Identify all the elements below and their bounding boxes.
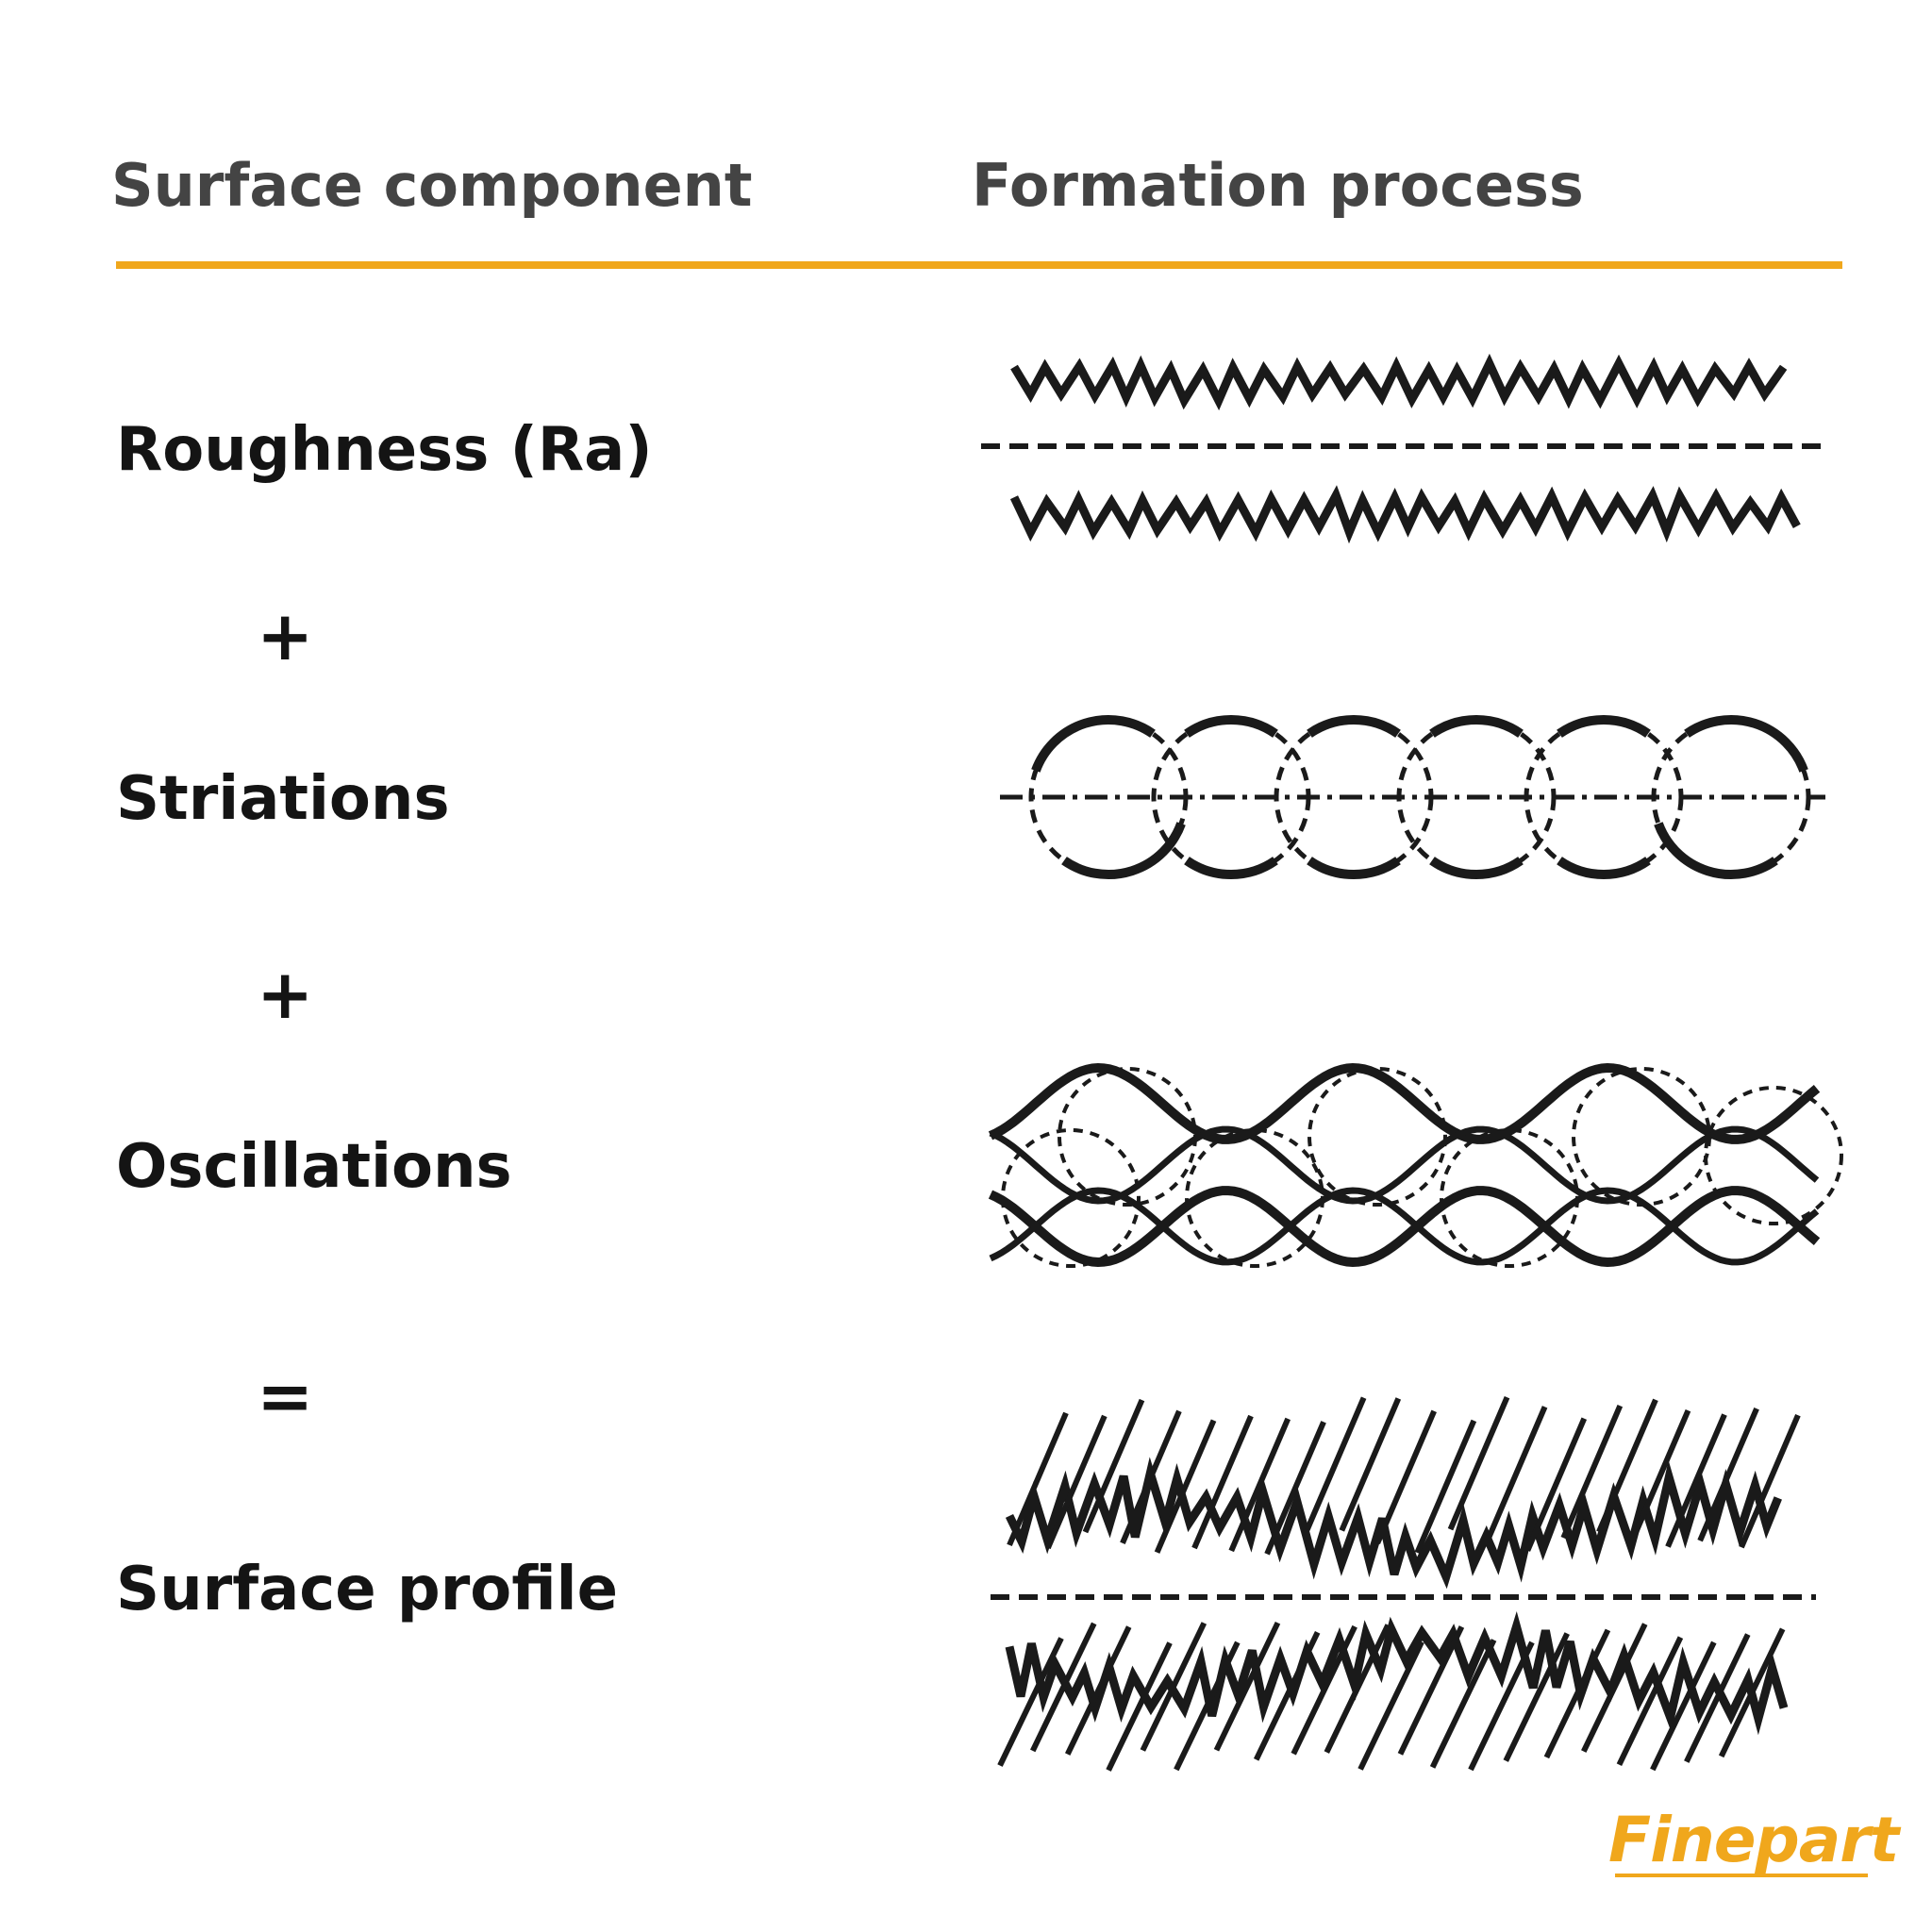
column-header-formation-process: Formation process — [972, 151, 1584, 220]
plus-operator-2: + — [257, 955, 314, 1034]
finepart-logo: Finepart — [1608, 1804, 1899, 1876]
row-label-striations: Striations — [116, 764, 450, 834]
surface-profile-illustration — [991, 1396, 1816, 1772]
striations-illustration — [1000, 714, 1825, 880]
plus-operator-1: + — [257, 596, 314, 675]
row-label-oscillations: Oscillations — [116, 1132, 512, 1202]
logo-underline — [1615, 1874, 1868, 1877]
row-label-surface-profile: Surface profile — [116, 1555, 618, 1624]
equals-operator: = — [257, 1357, 314, 1436]
row-label-roughness: Roughness (Ra) — [116, 415, 653, 485]
header-divider — [116, 261, 1842, 269]
oscillations-illustration — [988, 1062, 1843, 1268]
roughness-illustration — [981, 353, 1821, 544]
column-header-surface-component: Surface component — [111, 151, 753, 220]
